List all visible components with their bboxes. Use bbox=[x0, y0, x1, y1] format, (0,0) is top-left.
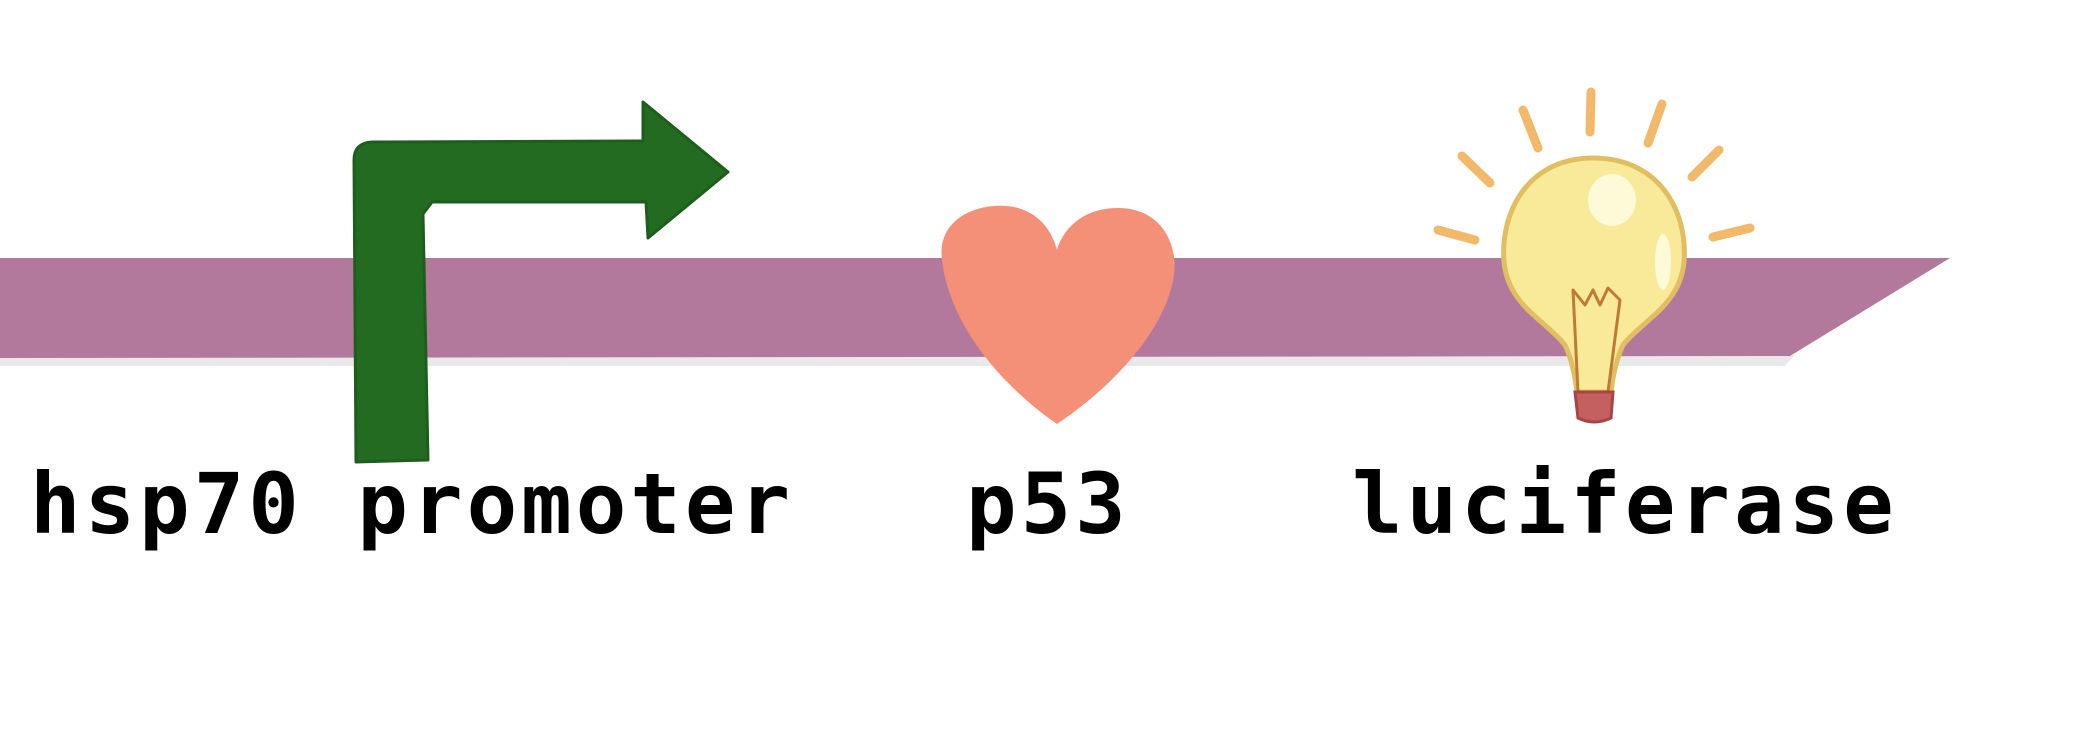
heart-icon bbox=[941, 205, 1175, 424]
reporter-label: luciferase bbox=[1352, 455, 1898, 553]
light-bulb-icon bbox=[1433, 87, 1755, 424]
gene-label: p53 bbox=[966, 455, 1130, 553]
promoter-label: hsp70 promoter bbox=[30, 455, 795, 553]
promoter-arrow-icon bbox=[352, 100, 730, 464]
